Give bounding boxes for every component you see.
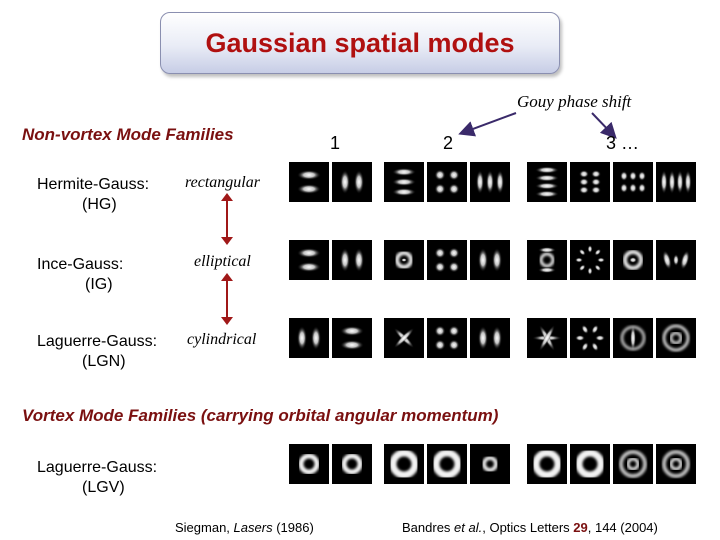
mode-image [384, 444, 424, 484]
lgv-abbr: (LGV) [82, 479, 125, 496]
mode-image [570, 318, 610, 358]
gouy-arrows [458, 112, 617, 139]
mode-image [427, 240, 467, 280]
siegman-title: Lasers [233, 520, 273, 535]
column-number-3: 3 … [606, 133, 640, 153]
mode-image [527, 318, 567, 358]
mode-image [332, 318, 372, 358]
mode-image [656, 162, 696, 202]
mode-image [527, 444, 567, 484]
lgv-label: Laguerre-Gauss: (LGV) [37, 458, 157, 498]
bandres-journal: , Optics Letters [482, 520, 574, 535]
hg-ig-arrow [221, 193, 233, 245]
mode-image [289, 444, 329, 484]
mode-image [427, 162, 467, 202]
vortex-heading: Vortex Mode Families (carrying orbital a… [22, 406, 499, 425]
mode-image [384, 162, 424, 202]
ig-name: Ince-Gauss: [37, 256, 124, 273]
hg-name: Hermite-Gauss: [37, 176, 150, 193]
mode-image [613, 318, 653, 358]
column-number-1: 1 [330, 133, 341, 153]
mode-image [427, 444, 467, 484]
mode-image [656, 444, 696, 484]
bandres-author: Bandres [402, 520, 455, 535]
ig-abbr: (IG) [85, 276, 113, 293]
hg-label: Hermite-Gauss: (HG) [37, 175, 149, 215]
mode-image [613, 240, 653, 280]
page-title: Gaussian spatial modes [205, 27, 515, 58]
mode-image [289, 240, 329, 280]
mode-image [427, 318, 467, 358]
column-number-2: 2 [443, 133, 454, 153]
mode-image [384, 240, 424, 280]
mode-image [570, 162, 610, 202]
mode-image [527, 240, 567, 280]
bandres-rest: , 144 (2004) [587, 520, 658, 535]
mode-image [332, 240, 372, 280]
mode-image [570, 444, 610, 484]
ig-label: Ince-Gauss: (IG) [37, 255, 123, 295]
lgv-name: Laguerre-Gauss: [37, 459, 158, 476]
lgn-label: Laguerre-Gauss: (LGN) [37, 332, 157, 372]
title-box: Gaussian spatial modes [160, 12, 560, 74]
ig-geometry: elliptical [194, 253, 251, 270]
mode-image [332, 162, 372, 202]
mode-image [570, 240, 610, 280]
siegman-author: Siegman, [175, 520, 234, 535]
lgn-name: Laguerre-Gauss: [37, 333, 158, 350]
mode-image [470, 240, 510, 280]
lgn-abbr: (LGN) [82, 353, 126, 370]
mode-image [289, 162, 329, 202]
siegman-year: (1986) [272, 520, 314, 535]
gouy-label: Gouy phase shift [517, 92, 632, 111]
mode-image [384, 318, 424, 358]
bandres-etal: et al. [454, 520, 483, 535]
mode-image [289, 318, 329, 358]
hg-geometry: rectangular [185, 174, 260, 191]
citation-bandres: Bandres et al., Optics Letters 29, 144 (… [402, 520, 658, 535]
hg-abbr: (HG) [82, 196, 117, 213]
mode-image [470, 318, 510, 358]
citation-siegman: Siegman, Lasers (1986) [175, 520, 314, 535]
mode-image [613, 444, 653, 484]
bandres-volume: 29 [573, 520, 588, 535]
mode-image [656, 240, 696, 280]
non-vortex-heading: Non-vortex Mode Families [22, 125, 234, 144]
lgn-geometry: cylindrical [187, 331, 257, 348]
mode-image [613, 162, 653, 202]
mode-image [527, 162, 567, 202]
mode-image [332, 444, 372, 484]
ig-lgn-arrow [221, 273, 233, 325]
mode-image [470, 444, 510, 484]
mode-image [470, 162, 510, 202]
mode-image [656, 318, 696, 358]
